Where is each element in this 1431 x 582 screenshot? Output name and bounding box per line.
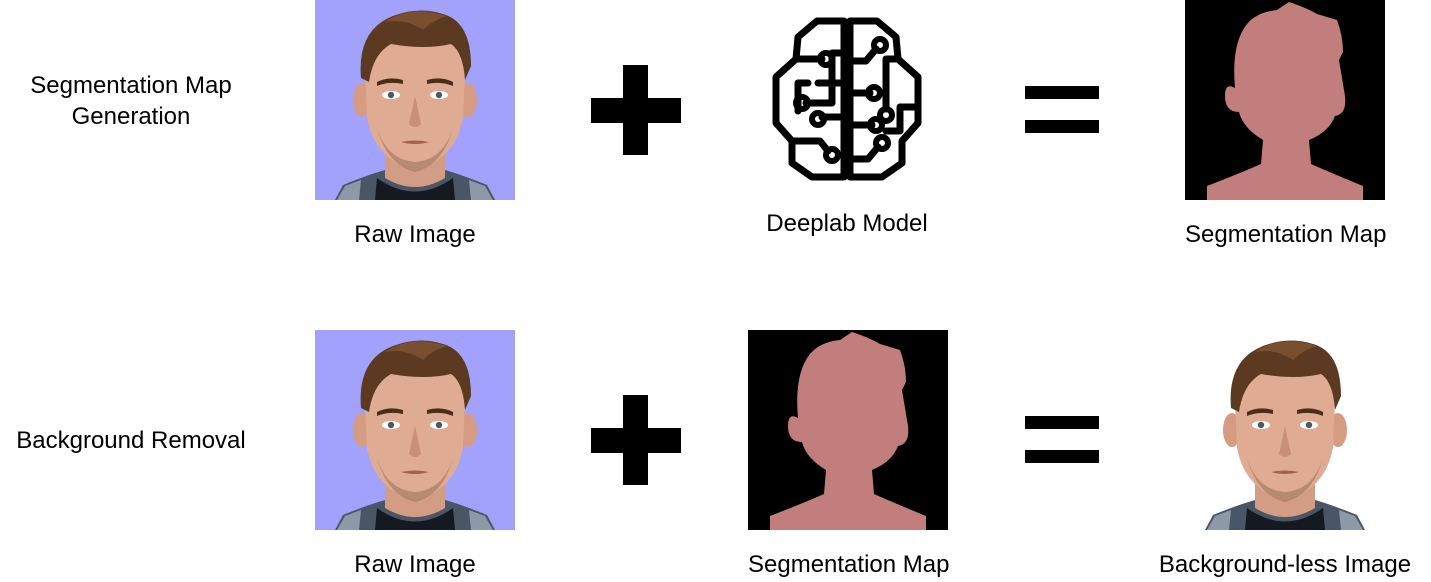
caption-segmentation-map: Segmentation Map — [1185, 221, 1387, 248]
face-photo — [315, 330, 515, 530]
row-label-background-removal: Background Removal — [16, 427, 246, 454]
plus-icon — [591, 395, 681, 485]
face-photo — [315, 0, 515, 200]
background-less-image-panel — [1185, 330, 1385, 530]
segmentation-mask — [748, 330, 948, 530]
face-photo-cutout — [1185, 330, 1385, 530]
equals-icon — [1025, 86, 1099, 134]
caption-background-less-image: Background-less Image — [1158, 551, 1412, 578]
brain-circuit-icon — [762, 13, 932, 183]
segmentation-map-panel — [748, 330, 948, 530]
segmentation-map-panel — [1185, 0, 1385, 200]
caption-segmentation-map: Segmentation Map — [748, 551, 950, 578]
caption-raw-image: Raw Image — [354, 551, 476, 578]
caption-deeplab-model: Deeplab Model — [766, 210, 928, 237]
raw-image-panel — [315, 0, 515, 200]
caption-raw-image: Raw Image — [354, 221, 476, 248]
plus-icon — [591, 65, 681, 155]
segmentation-mask — [1185, 0, 1385, 200]
raw-image-panel — [315, 330, 515, 530]
equals-icon — [1025, 416, 1099, 464]
